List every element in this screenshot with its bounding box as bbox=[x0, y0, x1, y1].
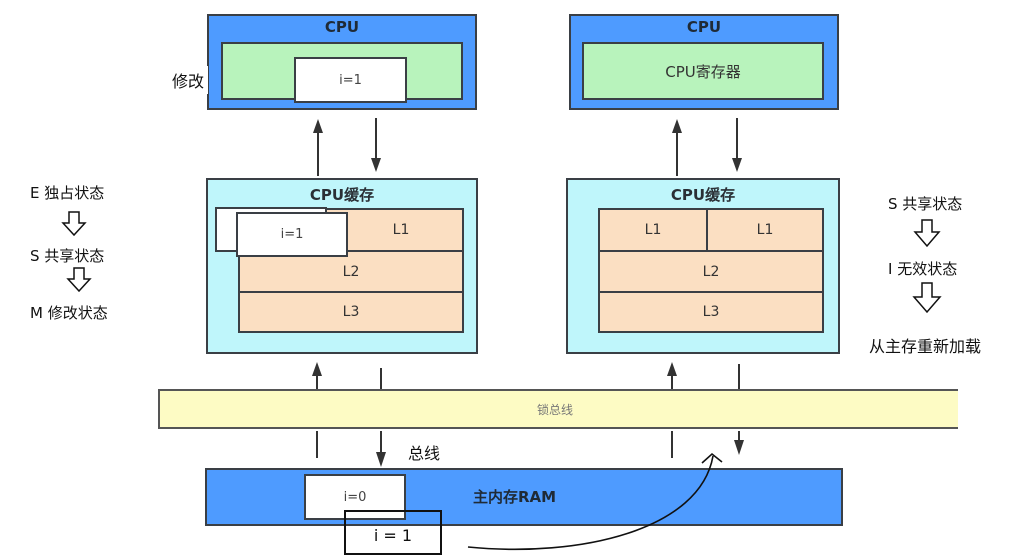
writeback-arrowhead-icon bbox=[701, 452, 723, 464]
cache-left-l3: L3 bbox=[238, 291, 464, 333]
arrow-right-bus-to-ram bbox=[734, 431, 744, 455]
cpu-right-title: CPU bbox=[686, 18, 722, 36]
ram-written-value: i = 1 bbox=[344, 510, 442, 555]
right-state-shared: S 共享状态 bbox=[888, 195, 963, 213]
cpu-right-register: CPU寄存器 bbox=[582, 42, 824, 100]
cache-left-title: CPU缓存 bbox=[309, 186, 375, 204]
ram-label: 主内存RAM bbox=[473, 488, 557, 506]
lock-bus-label: 锁总线 bbox=[537, 403, 574, 417]
cpu-left-register-value: i=1 bbox=[294, 57, 407, 103]
left-state-shared: S 共享状态 bbox=[30, 247, 105, 265]
cache-right-l3: L3 bbox=[598, 291, 824, 333]
cpu-left-title: CPU bbox=[324, 18, 360, 36]
ram-stored-value: i=0 bbox=[304, 474, 406, 520]
writeback-curve-arrow bbox=[467, 455, 714, 551]
right-transition-arrow-2-icon bbox=[912, 282, 942, 314]
arrow-left-cache-to-cpu bbox=[313, 119, 323, 176]
left-state-exclusive: E 独占状态 bbox=[30, 184, 105, 202]
arrow-right-cpu-to-cache bbox=[732, 118, 742, 172]
main-memory-ram: i=0 主内存RAM bbox=[205, 468, 843, 526]
cache-left: CPU缓存 L1 L2 L3 i=1 bbox=[206, 178, 478, 354]
lock-bus: 锁总线 bbox=[158, 389, 958, 429]
cache-right: CPU缓存 L1 L1 L2 L3 bbox=[566, 178, 840, 354]
arrow-left-bus-to-ram bbox=[376, 431, 386, 467]
arrow-left-bus-to-cache bbox=[312, 362, 322, 389]
cpu-right: CPU CPU寄存器 bbox=[569, 14, 839, 110]
arrow-right-bus-to-cache bbox=[667, 362, 677, 389]
right-state-reload: 从主存重新加载 bbox=[869, 337, 982, 356]
arrow-right-cache-to-cpu bbox=[672, 119, 682, 176]
cache-left-cached-value: i=1 bbox=[236, 212, 348, 257]
left-transition-arrow-2-icon bbox=[66, 267, 92, 293]
cache-left-l2: L2 bbox=[238, 250, 464, 293]
left-transition-arrow-1-icon bbox=[61, 211, 87, 237]
cache-right-title: CPU缓存 bbox=[670, 186, 736, 204]
left-state-modified: M 修改状态 bbox=[30, 304, 108, 322]
cache-right-l2: L2 bbox=[598, 250, 824, 293]
arrow-left-cpu-to-cache bbox=[371, 118, 381, 172]
cpu-left: CPU i=1 bbox=[207, 14, 477, 110]
bus-label: 总线 bbox=[408, 444, 441, 463]
modify-annotation: 修改 bbox=[170, 66, 209, 94]
right-transition-arrow-1-icon bbox=[913, 219, 941, 248]
right-state-invalid: I 无效状态 bbox=[888, 260, 958, 278]
